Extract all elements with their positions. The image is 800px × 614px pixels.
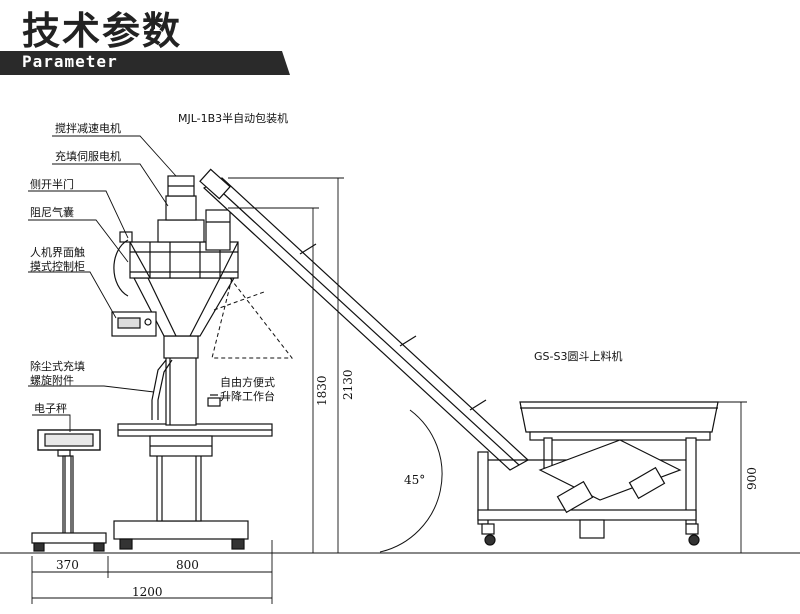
callout-damper: 阻尼气囊: [30, 205, 74, 219]
packer-base: [113, 423, 273, 550]
dim-height-platform: 1830: [315, 375, 329, 406]
callout-stir-motor: 搅拌减速电机: [55, 121, 121, 135]
dim-height-total: 2130: [341, 369, 355, 400]
dim-width-total: 1200: [132, 585, 163, 599]
screw-conveyor: [199, 168, 530, 553]
dim-angle: 45°: [404, 473, 425, 487]
loader-model-label: GS-S3圆斗上料机: [534, 349, 622, 363]
parameter-banner: [0, 51, 290, 75]
callout-hmi-line1: 人机界面触: [30, 245, 85, 259]
dimension-lines: [31, 177, 747, 604]
page-title: 技术参数: [22, 9, 183, 53]
packer-body: [111, 175, 294, 426]
hopper-loader: [477, 401, 719, 546]
dim-width-scale: 370: [56, 558, 79, 572]
packer-model-label: MJL-1B3半自动包装机: [178, 111, 288, 125]
callout-platform-line2: 升降工作台: [220, 389, 275, 403]
dim-width-base: 800: [176, 558, 199, 572]
parameter-subtitle: Parameter: [22, 52, 118, 71]
callout-side-door: 侧开半门: [30, 177, 74, 191]
callout-dust-line2: 螺旋附件: [30, 373, 74, 387]
callout-servo-motor: 充填伺服电机: [55, 149, 121, 163]
electronic-scale: [31, 429, 107, 552]
dim-height-loader: 900: [745, 467, 759, 490]
callout-scale: 电子秤: [34, 402, 67, 415]
callout-platform-line1: 自由方便式: [220, 375, 275, 389]
callout-dust-line1: 除尘式充填: [30, 359, 85, 373]
callout-lines: [28, 135, 230, 432]
callout-hmi-line2: 摸式控制柜: [30, 259, 85, 273]
